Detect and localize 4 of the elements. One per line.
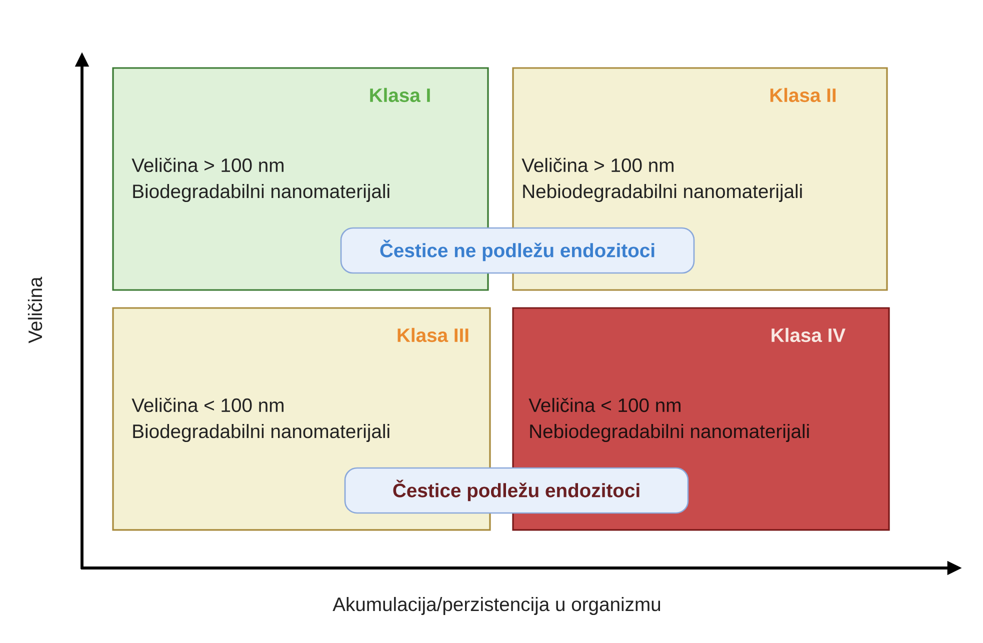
callout-pill: Čestice ne podležu endozitoci [340, 227, 695, 274]
axis-label: Veličina [28, 276, 42, 344]
axis-label: Akumulacija/perzistencija u organizmu [332, 596, 660, 615]
callout-pill: Čestice podležu endozitoci [344, 467, 689, 514]
